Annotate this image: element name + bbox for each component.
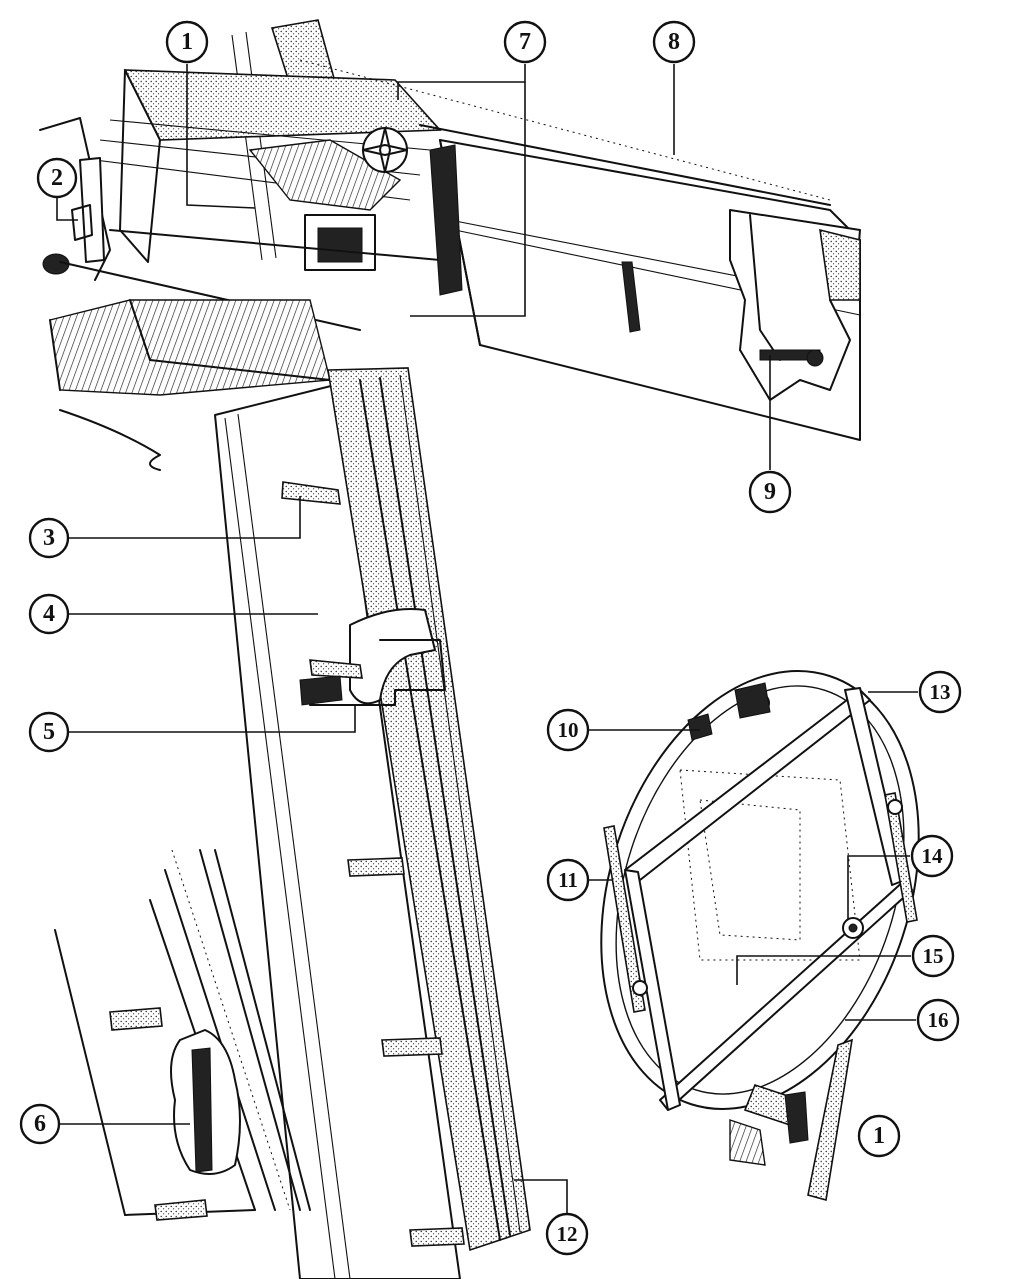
svg-text:7: 7 [519, 29, 531, 55]
callout-6: 6 [19, 1103, 61, 1145]
callout-9: 9 [748, 470, 792, 514]
svg-text:3: 3 [43, 525, 55, 551]
callout-1-top: 1 [165, 20, 209, 64]
callout-8: 8 [652, 20, 696, 64]
svg-text:13: 13 [930, 680, 951, 704]
svg-text:2: 2 [51, 165, 63, 191]
oval-hatch-mechanism [600, 670, 920, 1202]
callout-2: 2 [36, 157, 78, 199]
svg-text:16: 16 [928, 1008, 949, 1032]
callout-1-bottom: 1 [857, 1114, 901, 1158]
upper-frame-assembly [39, 19, 861, 471]
callout-5: 5 [28, 711, 70, 753]
svg-text:10: 10 [558, 718, 579, 742]
svg-text:9: 9 [764, 479, 776, 505]
callout-13: 13 [918, 670, 962, 714]
callout-3: 3 [28, 517, 70, 559]
svg-text:6: 6 [34, 1111, 46, 1137]
svg-text:4: 4 [43, 601, 55, 627]
detail-hinge-view [54, 849, 311, 1221]
svg-text:5: 5 [43, 719, 55, 745]
svg-text:12: 12 [557, 1222, 578, 1246]
callout-16: 16 [916, 998, 960, 1042]
leader-lines [56, 64, 918, 1213]
callout-4: 4 [28, 593, 70, 635]
svg-text:15: 15 [923, 944, 944, 968]
callout-markers: 1 2 3 4 5 6 7 8 [19, 20, 962, 1256]
svg-text:8: 8 [668, 29, 680, 55]
callout-14: 14 [910, 834, 954, 878]
svg-text:14: 14 [922, 844, 944, 868]
callout-12: 12 [545, 1212, 589, 1256]
callout-7: 7 [503, 20, 547, 64]
flap-and-hinge-rail [214, 367, 531, 1279]
svg-text:1: 1 [181, 29, 193, 55]
callout-15: 15 [911, 934, 955, 978]
callout-10: 10 [546, 708, 590, 752]
svg-text:11: 11 [558, 868, 578, 892]
callout-11: 11 [546, 858, 590, 902]
svg-text:1: 1 [873, 1123, 885, 1149]
